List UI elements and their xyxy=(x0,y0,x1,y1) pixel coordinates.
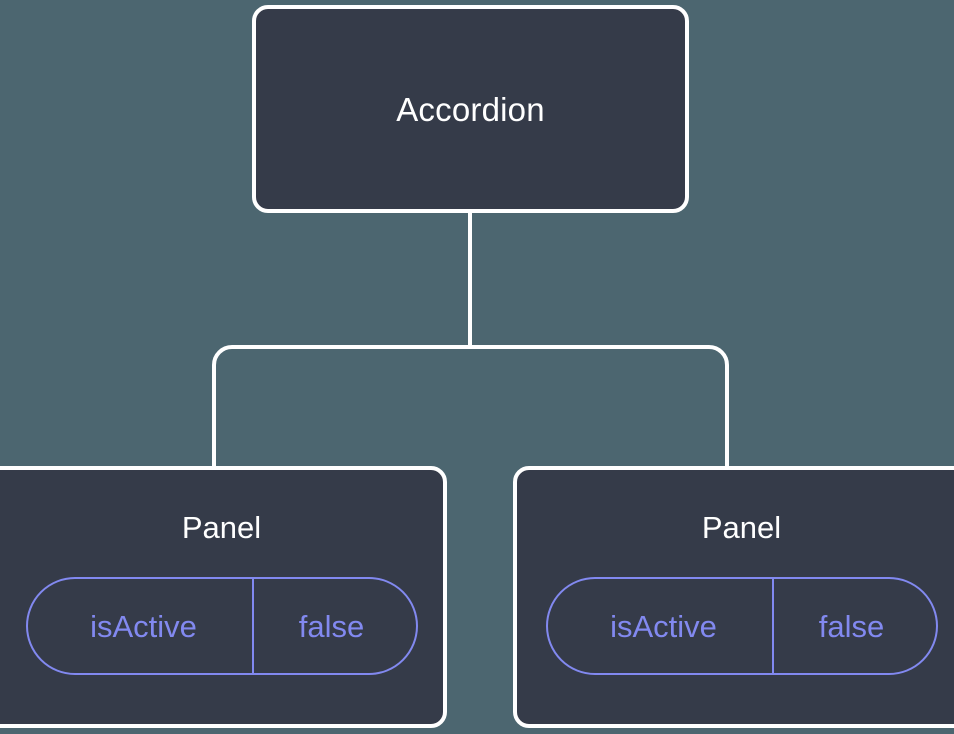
tree-node-accordion[interactable]: Accordion xyxy=(252,5,689,213)
prop-pill[interactable]: isActive false xyxy=(25,577,418,675)
prop-key: isActive xyxy=(90,608,197,644)
node-label: Panel xyxy=(701,510,782,545)
prop-key: isActive xyxy=(610,608,717,644)
edge-branch-left xyxy=(212,345,470,466)
tree-node-panel-1[interactable]: Panel isActive false xyxy=(0,466,447,728)
panel-content: Panel isActive false xyxy=(517,470,954,724)
panel-content: Panel isActive false xyxy=(0,470,443,724)
node-label: Panel xyxy=(181,510,262,545)
tree-node-panel-2[interactable]: Panel isActive false xyxy=(513,466,954,728)
prop-value: false xyxy=(771,579,936,673)
edge-branch-right xyxy=(470,345,729,466)
prop-pill[interactable]: isActive false xyxy=(545,577,938,675)
prop-value: false xyxy=(251,579,416,673)
node-label: Accordion xyxy=(396,90,545,128)
